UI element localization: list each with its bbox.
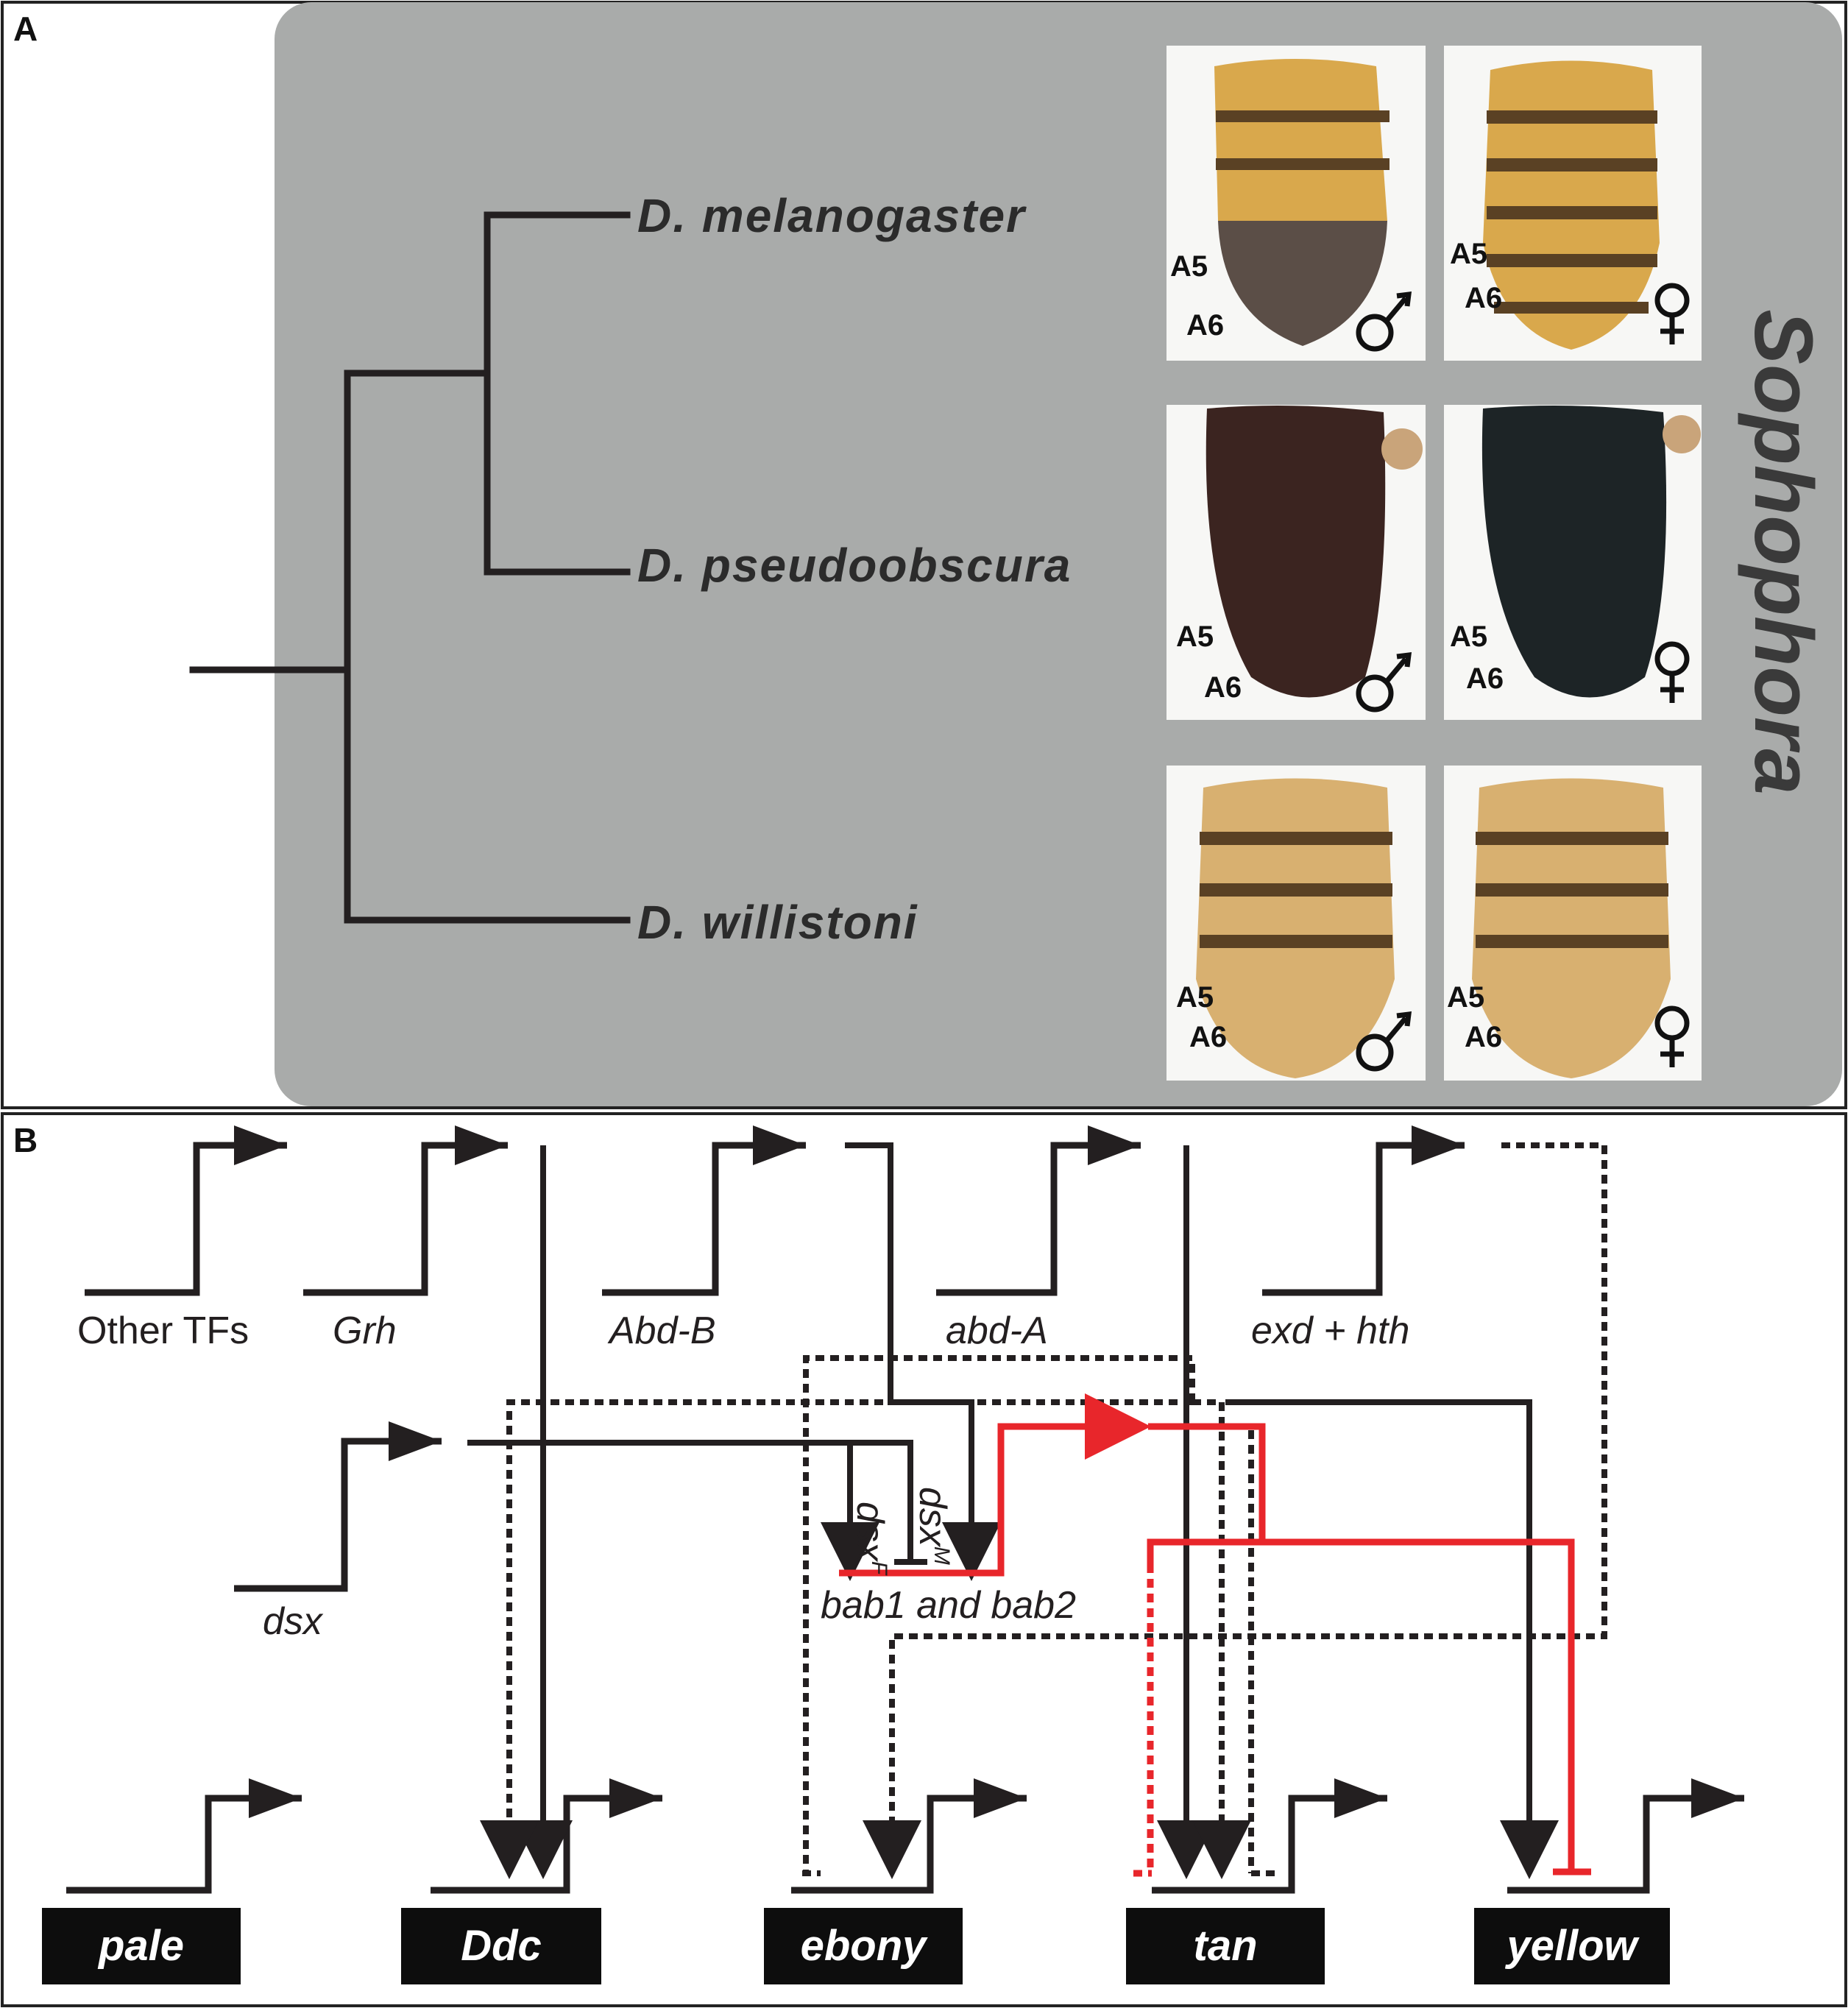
seg-a6: A6 [1465, 282, 1502, 314]
gene-box-pale: pale [42, 1908, 241, 1984]
promoter-exd-hth [1262, 1125, 1465, 1296]
edge-exd-hth-ebony [863, 1142, 1607, 1879]
edge-dsx-m-bab [850, 1440, 913, 1559]
seg-a6: A6 [1189, 1021, 1227, 1053]
species-willistoni: D. willistoni [637, 896, 918, 949]
seg-a5: A5 [1176, 981, 1214, 1014]
seg-a5: A5 [1170, 250, 1208, 283]
seg-a5: A5 [1450, 238, 1487, 270]
female-symbol-icon [1654, 641, 1690, 703]
seg-a6: A6 [1465, 1021, 1502, 1053]
dsx-m-label: dsxM [911, 1487, 954, 1565]
regulator-label-abd-a: abd-A [946, 1309, 1048, 1352]
male-symbol-icon [1356, 1011, 1412, 1072]
gene-box-ebony: ebony [764, 1908, 963, 1984]
regulator-label-other-tfs: Other TFs [77, 1309, 249, 1352]
female-symbol-icon [1654, 283, 1690, 344]
photo-pseudoobscura-female: A5 A6 [1444, 405, 1702, 720]
edge-dsx-f-bab [467, 1440, 879, 1581]
gene-label-pale: pale [97, 1922, 184, 1970]
gene-box-ddc: Ddc [401, 1908, 601, 1984]
seg-a5: A5 [1450, 621, 1487, 653]
promoter-dsx [234, 1421, 442, 1592]
edge-abd-b-bab [845, 1142, 1001, 1581]
regulator-label-exd-hth: exd + hth [1251, 1309, 1409, 1352]
clade-label: Sophophora [1738, 309, 1830, 794]
promoter-yellow [1507, 1778, 1744, 1894]
photo-melanogaster-male: A5 A6 [1166, 46, 1426, 361]
seg-a5: A5 [1447, 981, 1484, 1014]
photo-melanogaster-female: A5 A6 [1444, 46, 1702, 361]
edge-dotted-tan-1 [1192, 1399, 1251, 1879]
regulator-label-abd-b: Abd-B [607, 1309, 716, 1352]
male-symbol-icon [1356, 291, 1412, 352]
gene-label-ddc: Ddc [461, 1922, 542, 1970]
promoter-ebony [791, 1778, 1027, 1894]
regulator-label-dsx: dsx [263, 1600, 324, 1643]
edge-dotted-ebony-left [803, 1355, 1195, 1873]
species-melanogaster: D. melanogaster [637, 189, 1027, 242]
seg-a5: A5 [1176, 621, 1214, 653]
photo-pseudoobscura-male: A5 A6 [1166, 405, 1426, 720]
gene-label-yellow: yellow [1504, 1922, 1640, 1970]
promoter-ddc [431, 1778, 662, 1894]
gene-box-yellow: yellow [1474, 1908, 1670, 1984]
male-symbol-icon [1356, 651, 1412, 713]
species-pseudoobscura: D. pseudoobscura [637, 539, 1072, 592]
photo-willistoni-female: A5 A6 [1444, 766, 1702, 1081]
promoter-pale [66, 1778, 302, 1894]
seg-a6: A6 [1204, 671, 1242, 704]
promoter-grh [303, 1125, 508, 1296]
gene-label-ebony: ebony [801, 1922, 929, 1970]
edge-bab-red [839, 1393, 1151, 1577]
edge-bab-yellow-red [1262, 1538, 1575, 1872]
female-symbol-icon [1654, 1005, 1690, 1067]
panel-b-letter: B [13, 1121, 38, 1159]
phylogenetic-tree [189, 211, 631, 924]
photo-willistoni-male: A5 A6 [1166, 766, 1426, 1081]
edge-bab-tan-red [1147, 1423, 1266, 1564]
promoter-abd-b [602, 1125, 806, 1296]
edge-dotted-tan-2 [1225, 1424, 1254, 1873]
promoter-abd-a [936, 1125, 1141, 1296]
regulator-label-grh: Grh [333, 1309, 397, 1352]
dsx-f-label: dsxF [849, 1502, 891, 1576]
promoter-other-tfs [85, 1125, 287, 1296]
panel-b-border [1, 1112, 1847, 2007]
gene-box-tan: tan [1126, 1908, 1325, 1984]
panel-a: A D. melanogaster D. pseudoobscura D. wi… [1, 1, 1847, 1109]
edge-abd-a-yellow [1225, 1399, 1559, 1879]
seg-a6: A6 [1186, 309, 1224, 342]
panel-b: B Other TFs Grh Abd-B abd-A exd + hth ds… [1, 1112, 1847, 2007]
panel-a-letter: A [13, 10, 38, 48]
seg-a6: A6 [1466, 662, 1504, 695]
gene-label-tan: tan [1194, 1922, 1258, 1970]
promoter-tan [1152, 1778, 1387, 1894]
bab-label: bab1 and bab2 [821, 1584, 1076, 1627]
